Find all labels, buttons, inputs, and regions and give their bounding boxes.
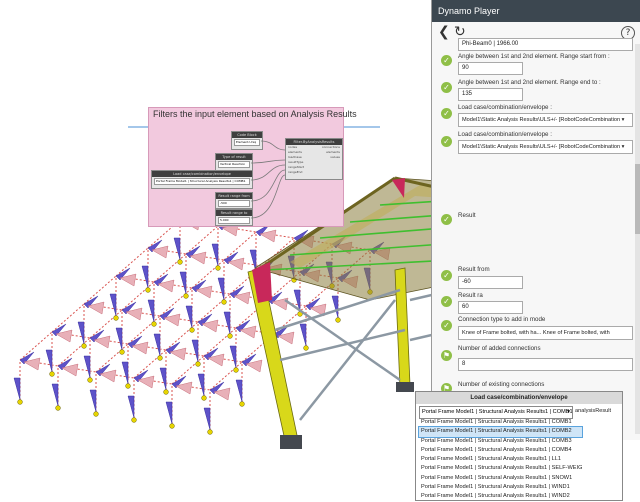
field-label: Load case/combination/envelope : [458, 104, 552, 111]
dynamo-node-group[interactable]: Filters the input element based on Analy… [148, 107, 357, 227]
check-icon: ✓ [441, 296, 452, 307]
type-of-result-title: Type of result [216, 154, 252, 160]
field-label: Angle between 1st and 2nd element. Range… [458, 79, 601, 86]
angle-start-input[interactable]: 90 [458, 62, 523, 75]
output-port[interactable]: elements [326, 150, 340, 154]
option-item[interactable]: Portal Frame Model1 | Structural Analysi… [421, 474, 573, 481]
player-title: Dynamo Player [432, 0, 640, 22]
option-item[interactable]: Portal Frame Model1 | Structural Analysi… [421, 419, 572, 425]
flag-icon: ⚑ [441, 350, 452, 361]
range-from-node[interactable]: Result range from -500 [215, 192, 253, 209]
field-label: Connection type to add in mode [458, 316, 546, 323]
chevron-down-icon: ▾ [567, 409, 570, 415]
popup-title: Load case/combination/envelope [416, 392, 622, 404]
refresh-icon[interactable]: ↻ [454, 24, 466, 40]
input-port[interactable]: rangeStart [288, 165, 305, 169]
option-item-highlighted[interactable]: Portal Frame Model1 | Structural Analysi… [418, 426, 583, 438]
check-icon: ✓ [441, 108, 452, 119]
added-connections-output: 8 [458, 358, 633, 371]
range-to-title: Result range to [216, 210, 252, 216]
check-icon: ✓ [441, 82, 452, 93]
field-label: Result ra [458, 292, 483, 299]
back-icon[interactable]: ❮ [438, 24, 450, 40]
code-block-title: Code Block [232, 132, 262, 138]
angle-end-input[interactable]: 135 [458, 88, 523, 101]
option-item[interactable]: Portal Frame Model1 | Structural Analysi… [421, 437, 572, 444]
option-item[interactable]: Portal Frame Model1 | Structural Analysi… [421, 484, 570, 491]
option-item[interactable]: Portal Frame Model1 | Structural Analysi… [421, 493, 570, 500]
load-case-select-2[interactable]: Model1\Static Analysis Results\ULS+/- [R… [458, 140, 633, 154]
output-port-label: analysisResult [575, 408, 612, 414]
field-label: Number of added connections [458, 345, 541, 352]
result-to-input[interactable]: 60 [458, 301, 523, 314]
load-case-select-1[interactable]: Model1\Static Analysis Results\ULS+/- [R… [458, 113, 633, 127]
player-scrollbar[interactable] [635, 44, 640, 434]
check-icon: ✓ [441, 136, 452, 147]
check-icon: ✓ [441, 320, 452, 331]
code-block-node[interactable]: Code Block Element.Uniq [231, 131, 263, 150]
range-to-input[interactable]: 5.000 [218, 217, 250, 224]
type-of-result-node[interactable]: Type of result Vertical Reaction [215, 153, 253, 172]
output-port[interactable]: values [330, 155, 340, 159]
load-case-node-title: Load case/combination/envelope [152, 171, 252, 177]
scrollbar-thumb[interactable] [635, 164, 640, 234]
load-case-node-dropdown[interactable]: Portal Frame Model1 | Structural Analysi… [154, 178, 250, 185]
connection-type-select[interactable]: Knee of Frame bolted, with ha... Knee of… [458, 326, 633, 340]
option-item[interactable]: Portal Frame Model1 | Structural Analysi… [421, 446, 572, 453]
field-label: Load case/combination/envelope : [458, 131, 552, 138]
field-label: Result [458, 212, 476, 219]
result-from-input[interactable]: -60 [458, 276, 523, 289]
input-port[interactable]: resultType [288, 160, 304, 164]
field-label: Result from [458, 266, 490, 273]
top-field[interactable]: Phi-Beam0 | 1966.00 [458, 38, 633, 51]
input-port[interactable]: elements [288, 150, 302, 154]
output-port[interactable]: connections [321, 145, 340, 149]
range-from-title: Result range from [216, 193, 252, 199]
check-icon: ✓ [441, 214, 452, 225]
range-from-input[interactable]: -500 [218, 200, 250, 207]
field-label: Number of existing connections [458, 381, 545, 388]
input-port[interactable]: loadCase [288, 155, 302, 159]
load-case-node[interactable]: Load case/combination/envelope Portal Fr… [151, 170, 253, 189]
check-icon: ✓ [441, 55, 452, 66]
option-list: Portal Frame Model1 | Structural Analysi… [418, 418, 583, 502]
field-label: Angle between 1st and 2nd element. Range… [458, 53, 610, 60]
load-case-dropdown-popup: Load case/combination/envelope Portal Fr… [415, 391, 623, 501]
filter-node-title: Filter.ByAnalysisResults [286, 139, 342, 145]
load-case-select[interactable]: Portal Frame Model1 | Structural Analysi… [419, 406, 573, 419]
range-to-node[interactable]: Result range to 5.000 [215, 209, 253, 226]
type-of-result-dropdown[interactable]: Vertical Reaction [218, 161, 250, 168]
option-item[interactable]: Portal Frame Model1 | Structural Analysi… [421, 465, 582, 472]
input-port[interactable]: rangeEnd [288, 170, 303, 174]
filter-node[interactable]: Filter.ByAnalysisResults nodes elements … [285, 138, 343, 180]
group-title: Filters the input element based on Analy… [153, 109, 357, 119]
input-port[interactable]: nodes [288, 145, 298, 149]
code-block-value[interactable]: Element.Uniq [234, 139, 260, 146]
check-icon: ✓ [441, 270, 452, 281]
option-item[interactable]: Portal Frame Model1 | Structural Analysi… [421, 456, 562, 463]
selected-value: Portal Frame Model1 | Structural Analysi… [422, 409, 573, 415]
dynamo-player-panel: Dynamo Player ❮ ↻ ? Phi-Beam0 | 1966.00 … [431, 0, 640, 440]
flag-icon: ⚑ [441, 383, 452, 394]
